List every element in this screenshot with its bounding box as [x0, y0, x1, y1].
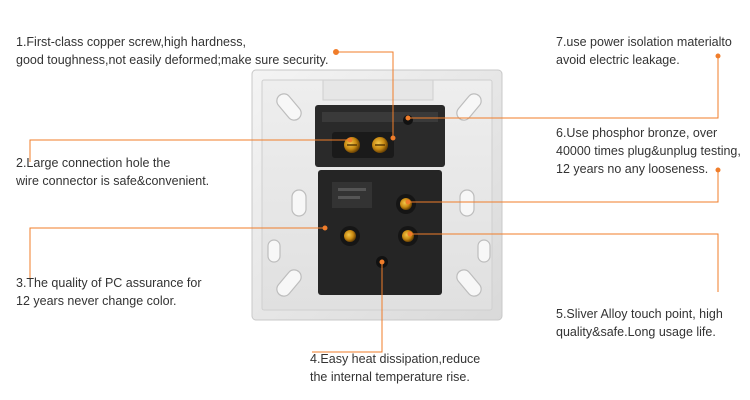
terminal-block-top [315, 105, 445, 167]
callout-3-leader [29, 227, 325, 278]
callout-1-line-1: 1.First-class copper screw,high hardness… [16, 35, 246, 49]
callout-7-leader [408, 56, 719, 119]
callout-6-text: 6.Use phosphor bronze, over 40000 times … [556, 124, 741, 178]
callout-1-dot [333, 49, 339, 55]
callout-5-line-1: 5.Sliver Alloy touch point, high [556, 307, 723, 321]
callout-6-line-1: 6.Use phosphor bronze, over [556, 126, 718, 140]
callout-4-line-2: the internal temperature rise. [310, 370, 470, 384]
callout-5-line-2: quality&safe.Long usage life. [556, 325, 716, 339]
callout-6-line-2: 40000 times plug&unplug testing, [556, 144, 741, 158]
callout-1-line-2: good toughness,not easily deformed;make … [16, 53, 329, 67]
callout-6-line-3: 12 years no any looseness. [556, 162, 709, 176]
callout-3-text: 3.The quality of PC assurance for 12 yea… [16, 274, 202, 310]
callout-5-text: 5.Sliver Alloy touch point, high quality… [556, 305, 723, 341]
mounting-slots [267, 93, 491, 297]
callout-3-line-2: 12 years never change color. [16, 294, 177, 308]
callout-2-text: 2.Large connection hole the wire connect… [16, 154, 209, 190]
callout-3-line-1: 3.The quality of PC assurance for [16, 276, 202, 290]
callout-4-text: 4.Easy heat dissipation,reduce the inter… [310, 350, 480, 386]
callout-7-line-2: avoid electric leakage. [556, 53, 680, 67]
socket-block-lower [318, 170, 442, 295]
callout-1-text: 1.First-class copper screw,high hardness… [16, 33, 328, 69]
callout-leaders [29, 49, 721, 353]
callout-4-leader [312, 262, 383, 353]
callout-5-leader [410, 233, 719, 292]
callout-7-line-1: 7.use power isolation materialto [556, 35, 732, 49]
callout-2-leader [29, 139, 350, 162]
callout-2-line-2: wire connector is safe&convenient. [16, 174, 210, 188]
callout-6-leader [408, 170, 719, 203]
callout-1-leader [336, 51, 394, 138]
callout-4-line-1: 4.Easy heat dissipation,reduce [310, 352, 481, 366]
callout-2-line-1: 2.Large connection hole the [16, 156, 171, 170]
callout-7-text: 7.use power isolation materialto avoid e… [556, 33, 732, 69]
